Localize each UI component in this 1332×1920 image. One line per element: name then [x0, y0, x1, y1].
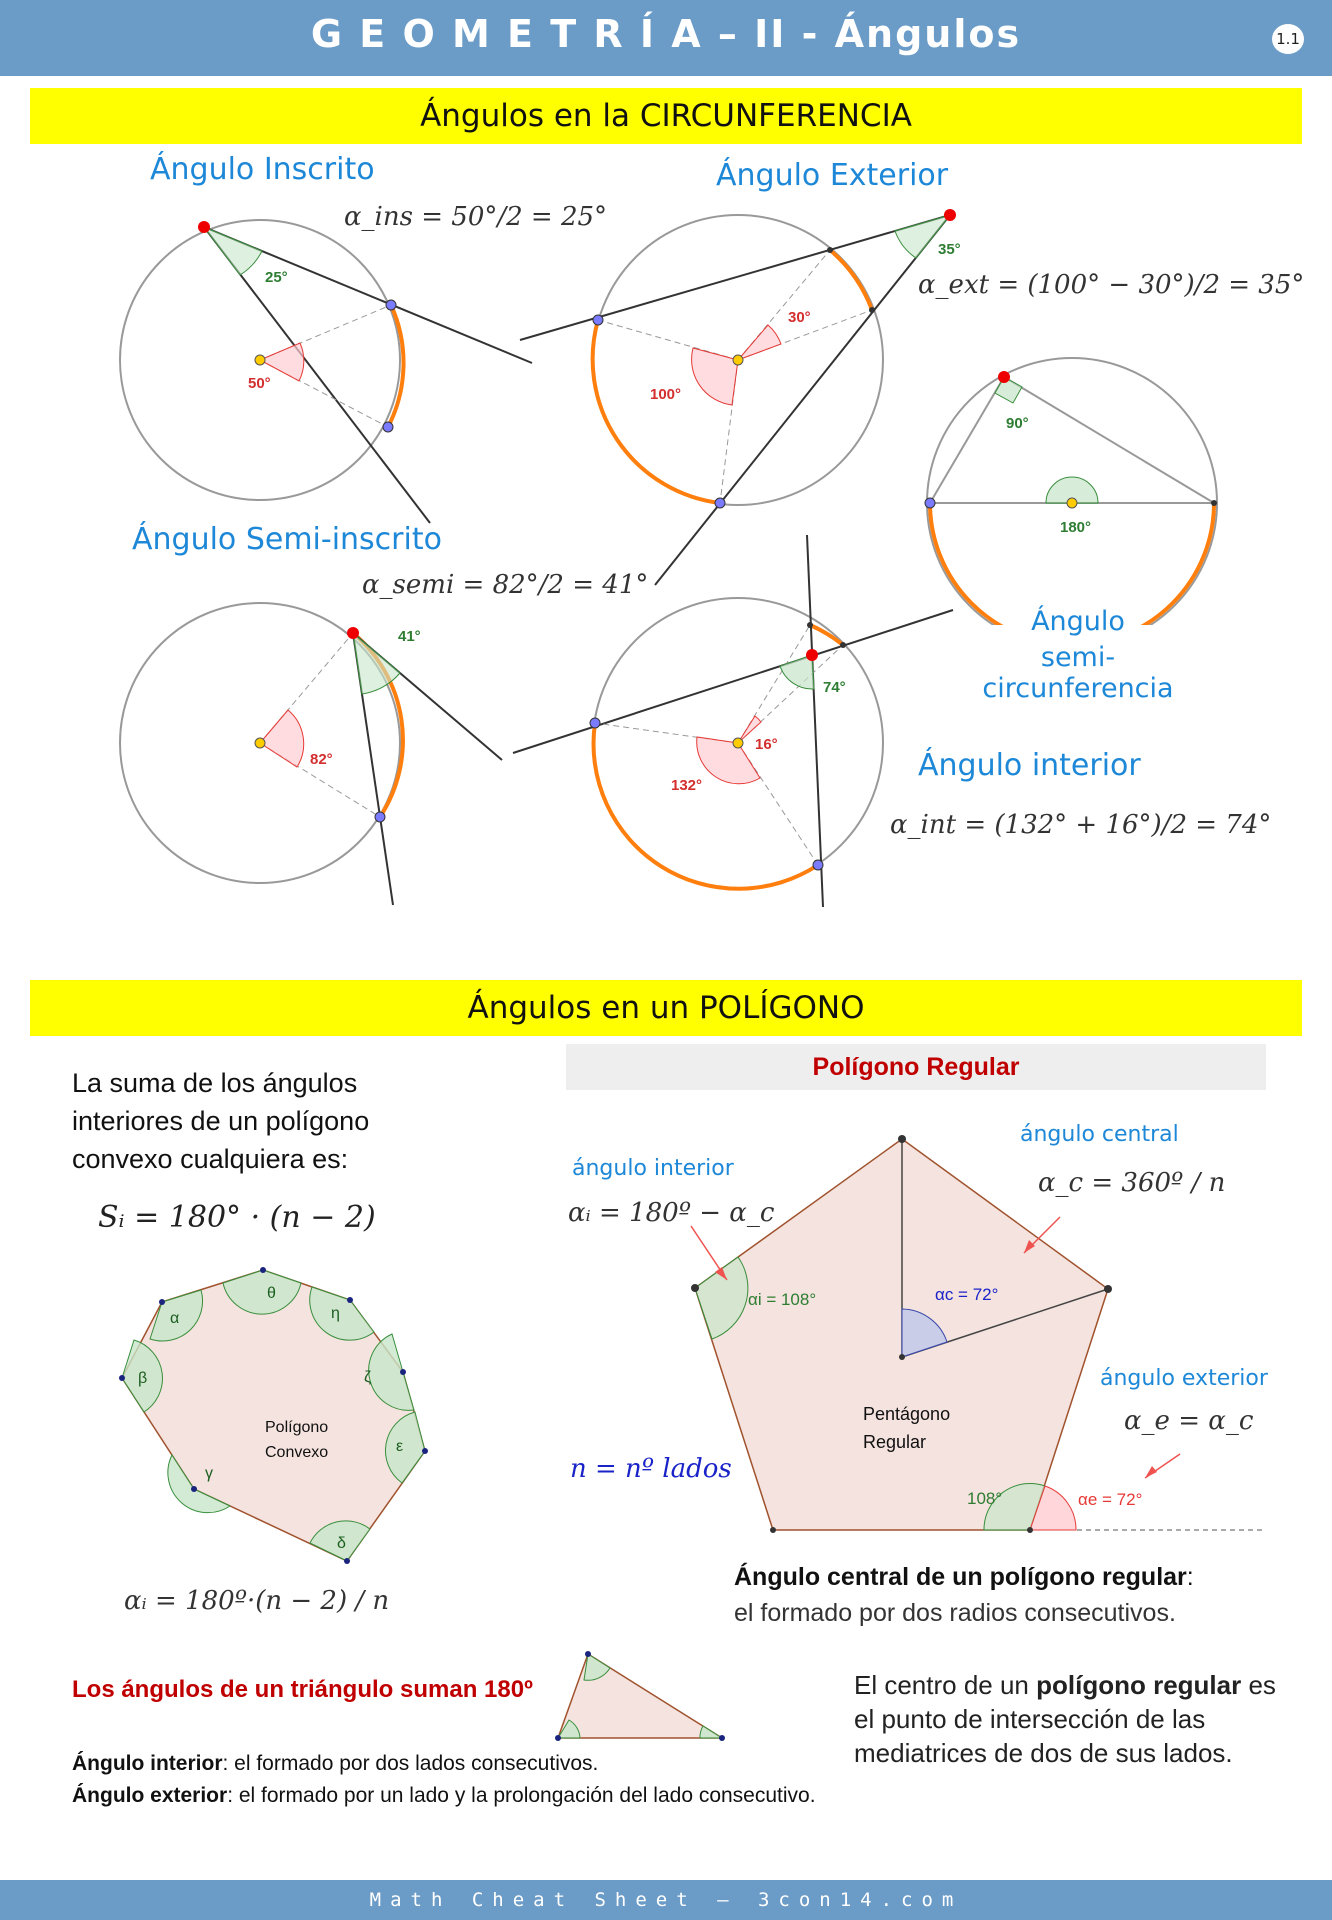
- label-90: 90°: [1006, 415, 1029, 432]
- definition-exterior: Ángulo exterior: el formado por un lado …: [72, 1784, 816, 1808]
- central-definition-line-2: el formado por dos radios consecutivos.: [734, 1599, 1176, 1627]
- center-text-part-2: es: [1241, 1670, 1276, 1700]
- title-angulo-interior: Ángulo interior: [918, 748, 1141, 783]
- central-definition-bold: Ángulo central de un polígono regular: [734, 1563, 1187, 1591]
- label-82: 82°: [310, 751, 333, 768]
- greek-beta: β: [138, 1370, 147, 1387]
- label-angulo-exterior: ángulo exterior: [1100, 1366, 1268, 1391]
- sum-text-line-1: La suma de los ángulos: [72, 1068, 358, 1098]
- definition-interior-rest: : el formado por dos lados consecutivos.: [222, 1752, 599, 1775]
- triangle-sum-text: Los ángulos de un triángulo suman 180º: [72, 1676, 533, 1703]
- regular-polygon-title: Polígono Regular: [812, 1053, 1020, 1081]
- label-angulo-central: ángulo central: [1020, 1122, 1179, 1147]
- diagram-interior: 74° 16° 132°: [512, 535, 954, 908]
- definition-exterior-rest: : el formado por un lado y la prolongaci…: [227, 1784, 816, 1807]
- label-180: 180°: [1060, 519, 1091, 536]
- page-title: G E O M E T R Í A – II - Ángulos: [310, 12, 1022, 56]
- diagram-semicircunferencia: 90° 180°: [924, 357, 1218, 625]
- diagram-poligono-convexo: Polígono Convexo θ η ζ ε δ γ β α: [119, 1267, 428, 1564]
- label-angulo-interior: ángulo interior: [572, 1156, 734, 1181]
- diagram-semi-inscrito: 41° 82°: [119, 602, 503, 906]
- greek-eta: η: [331, 1305, 340, 1322]
- regular-polygon-band: Polígono Regular: [566, 1044, 1266, 1090]
- label-50: 50°: [248, 375, 271, 392]
- label-alpha-e-72: αe = 72°: [1078, 1490, 1142, 1509]
- formula-angulo-exterior: α_e = α_c: [1124, 1406, 1254, 1436]
- label-41: 41°: [398, 628, 421, 645]
- formula-angulo-interior: αᵢ = 180º − α_c: [568, 1198, 775, 1228]
- definition-interior-bold: Ángulo interior: [72, 1752, 223, 1775]
- formula-inscrito: α_ins = 50°/2 = 25°: [344, 202, 608, 232]
- label-16: 16°: [755, 736, 778, 753]
- title-semicircunferencia-1: Ángulo: [1031, 606, 1125, 637]
- sum-text-line-3: convexo cualquiera es:: [72, 1144, 349, 1174]
- center-text-line-2: el punto de intersección de las: [854, 1704, 1206, 1734]
- formula-interior: α_int = (132° + 16°)/2 = 74°: [890, 810, 1272, 840]
- section-band-circunferencia: Ángulos en la CIRCUNFERENCIA: [30, 88, 1302, 144]
- greek-alpha: α: [170, 1310, 179, 1327]
- alpha-i-formula: αᵢ = 180º·(n − 2) / n: [124, 1586, 390, 1616]
- diagram-exterior: 35° 30° 100°: [519, 209, 960, 586]
- central-definition-colon: :: [1186, 1563, 1194, 1591]
- title-angulo-inscrito: Ángulo Inscrito: [150, 152, 375, 187]
- sum-text-line-2: interiores de un polígono: [72, 1106, 370, 1136]
- label-132: 132°: [671, 777, 702, 794]
- center-text-line-1: El centro de un polígono regular es: [854, 1666, 1276, 1704]
- sum-formula: Sᵢ = 180° · (n − 2): [98, 1200, 376, 1235]
- central-definition-line-1: Ángulo central de un polígono regular:: [734, 1558, 1194, 1596]
- definition-interior: Ángulo interior: el formado por dos lado…: [72, 1752, 598, 1776]
- section-band-poligono: Ángulos en un POLÍGONO: [30, 980, 1302, 1036]
- formula-semi-inscrito: α_semi = 82°/2 = 41°: [362, 570, 649, 600]
- formula-angulo-central: α_c = 360º / n: [1038, 1168, 1226, 1198]
- greek-epsilon: ε: [396, 1438, 403, 1455]
- greek-gamma: γ: [205, 1465, 213, 1482]
- diagram-inscrito: 25° 50°: [119, 219, 533, 524]
- pentagon-label-1: Pentágono: [863, 1404, 950, 1424]
- center-text-bold: polígono regular: [1036, 1670, 1242, 1700]
- convex-label-1: Polígono: [265, 1419, 328, 1436]
- title-semicircunferencia-2: semi-circunferencia: [982, 642, 1174, 704]
- formula-exterior: α_ext = (100° − 30°)/2 = 35°: [918, 270, 1305, 300]
- center-text-part-1: El centro de un: [854, 1670, 1037, 1700]
- greek-delta: δ: [337, 1535, 346, 1552]
- title-angulo-exterior: Ángulo Exterior: [716, 158, 949, 193]
- label-108: 108°: [967, 1489, 1002, 1508]
- center-text-line-3: mediatrices de dos de sus lados.: [854, 1738, 1233, 1768]
- greek-zeta: ζ: [364, 1369, 371, 1386]
- page-number-badge: 1.1: [1272, 24, 1304, 54]
- label-alpha-i-108: αi = 108°: [748, 1290, 816, 1309]
- label-100: 100°: [650, 386, 681, 403]
- header-bar: [0, 0, 1332, 76]
- greek-theta: θ: [267, 1285, 276, 1302]
- label-30: 30°: [788, 309, 811, 326]
- convex-label-2: Convexo: [265, 1444, 328, 1461]
- label-74: 74°: [823, 679, 846, 696]
- diagram-pentagono: αi = 108° αc = 72° αe = 72° 108° Pentágo…: [690, 1135, 1266, 1533]
- label-25: 25°: [265, 269, 288, 286]
- formula-n-lados: n = nº lados: [570, 1454, 732, 1484]
- label-alpha-c-72: αc = 72°: [935, 1285, 998, 1304]
- pentagon-label-2: Regular: [863, 1432, 926, 1452]
- label-35: 35°: [938, 241, 960, 258]
- diagram-triangulo: [555, 1651, 725, 1741]
- title-angulo-semi-inscrito: Ángulo Semi-inscrito: [132, 522, 442, 557]
- definition-exterior-bold: Ángulo exterior: [72, 1784, 228, 1807]
- footer-bar: Math Cheat Sheet – 3con14.com: [0, 1880, 1332, 1920]
